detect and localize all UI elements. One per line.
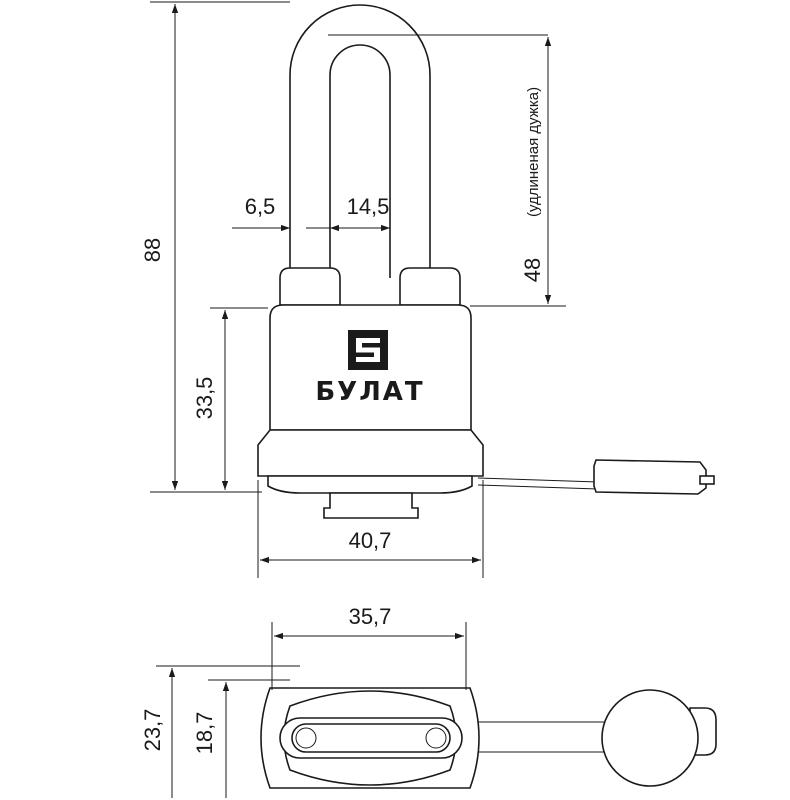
front-view: БУЛАТ [257,4,715,519]
dim-top-length: 35,7 [349,604,392,629]
dim-total-height: 88 [140,238,165,262]
shackle [289,4,548,278]
dim-shackle-thickness: 6,5 [245,194,276,219]
dim-body-height: 33,5 [192,377,217,420]
dim-shackle-inner-width: 14,5 [347,194,390,219]
brand-name: БУЛАТ [315,377,424,407]
square-s-logo-icon [348,330,388,370]
key-cap-with-cable [477,459,715,495]
dim-shackle-height: 48 [520,258,545,282]
dim-shackle-note: (удлиненая дужка) [525,87,542,217]
shackle-collars [279,267,461,306]
top-view [260,687,717,789]
dim-top-outer-width: 23,7 [140,709,165,752]
dim-body-width: 40,7 [349,528,392,553]
front-dimensions: 88 33,5 6,5 14,5 48 (удлиненая дужка) 40… [140,1,566,578]
dim-top-inner-width: 18,7 [192,712,217,755]
top-dimensions: 35,7 23,7 18,7 [140,604,467,798]
